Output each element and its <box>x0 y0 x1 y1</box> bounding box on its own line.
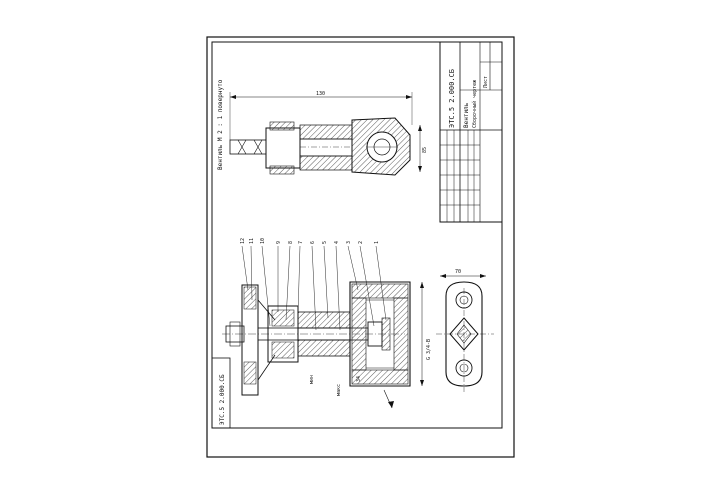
position-number: 7 <box>298 241 304 244</box>
position-number: 4 <box>334 241 340 244</box>
position-number: 8 <box>288 241 294 244</box>
dim-height-right: 85 <box>422 147 428 153</box>
position-number: 5 <box>322 241 328 244</box>
note-max: макс <box>336 384 342 396</box>
dim-thread: G 3/4-B <box>426 339 432 360</box>
position-number: 6 <box>310 241 316 244</box>
title-block-sheet-label: Лист <box>483 76 489 88</box>
top-left-stamp-text: ЭТС.5 2.000.СБ <box>219 374 226 425</box>
sheet-outer-border <box>206 36 515 458</box>
position-number: 2 <box>358 241 364 244</box>
sheet-inner-frame <box>211 41 503 429</box>
note-min: мин <box>309 375 315 384</box>
position-number: 1 <box>374 241 380 244</box>
dim-plan-length: 70 <box>455 269 461 275</box>
main-section-view: мин макс 34 G 3/4-B <box>222 245 432 409</box>
position-number: 12 <box>240 238 246 244</box>
title-block-name: Вентиль <box>463 102 470 128</box>
title-block-grid <box>440 130 480 222</box>
title-block: ЭТС.5 2.000.СБ Вентиль Сборочный чертеж … <box>439 41 503 223</box>
position-number: 3 <box>346 241 352 244</box>
title-block-subtitle: Сборочный чертеж <box>471 80 478 128</box>
top-section-view: Вентиль М 2 : 1 повернуто 130 85 <box>217 79 428 176</box>
dim-overall-length: 130 <box>316 91 325 97</box>
title-block-designation: ЭТС.5 2.000.СБ <box>448 69 456 128</box>
flange-plan-view: 70 <box>436 269 494 392</box>
top-left-stamp-block: ЭТС.5 2.000.СБ <box>211 357 231 429</box>
position-number: 10 <box>260 238 266 244</box>
position-leaders <box>241 245 387 331</box>
position-number: 9 <box>276 241 282 244</box>
position-number: 11 <box>249 238 255 244</box>
top-view-caption: Вентиль М 2 : 1 повернуто <box>217 79 224 170</box>
dim-small: 34 <box>356 376 362 382</box>
position-numbers: 12 11 10 9 8 7 6 5 4 3 2 1 <box>240 238 380 244</box>
